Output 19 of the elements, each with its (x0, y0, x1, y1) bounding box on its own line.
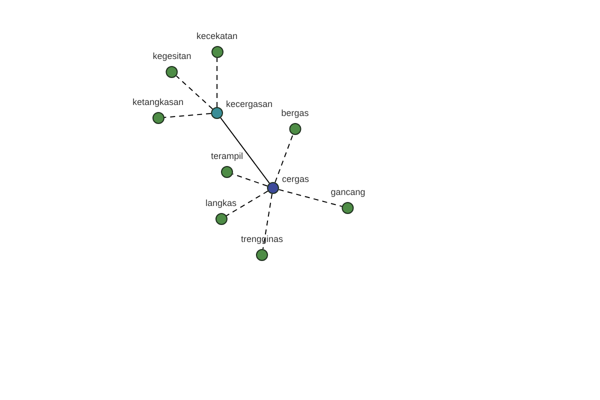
dashed-line (226, 190, 268, 216)
node-label: ketangkasan (132, 97, 184, 108)
dashed-line (232, 173, 268, 187)
dashed-line (274, 134, 294, 183)
dashed-line (176, 76, 214, 110)
node-label: kegesitan (152, 51, 192, 62)
node-label: trengginas (240, 234, 284, 245)
connector-line (220, 117, 270, 184)
node-label: cergas (282, 174, 310, 185)
node-label: gancang (330, 187, 366, 198)
node-label: kecekatan (196, 31, 238, 42)
node-label: langkas (205, 198, 237, 209)
dashed-line (216, 58, 218, 108)
node-label: bergas (281, 108, 309, 119)
dashed-line (163, 113, 212, 118)
dashed-line (262, 193, 273, 250)
node-label: terampil (211, 151, 243, 162)
node-label: kecergasan (226, 99, 273, 110)
dashed-line (278, 189, 343, 207)
